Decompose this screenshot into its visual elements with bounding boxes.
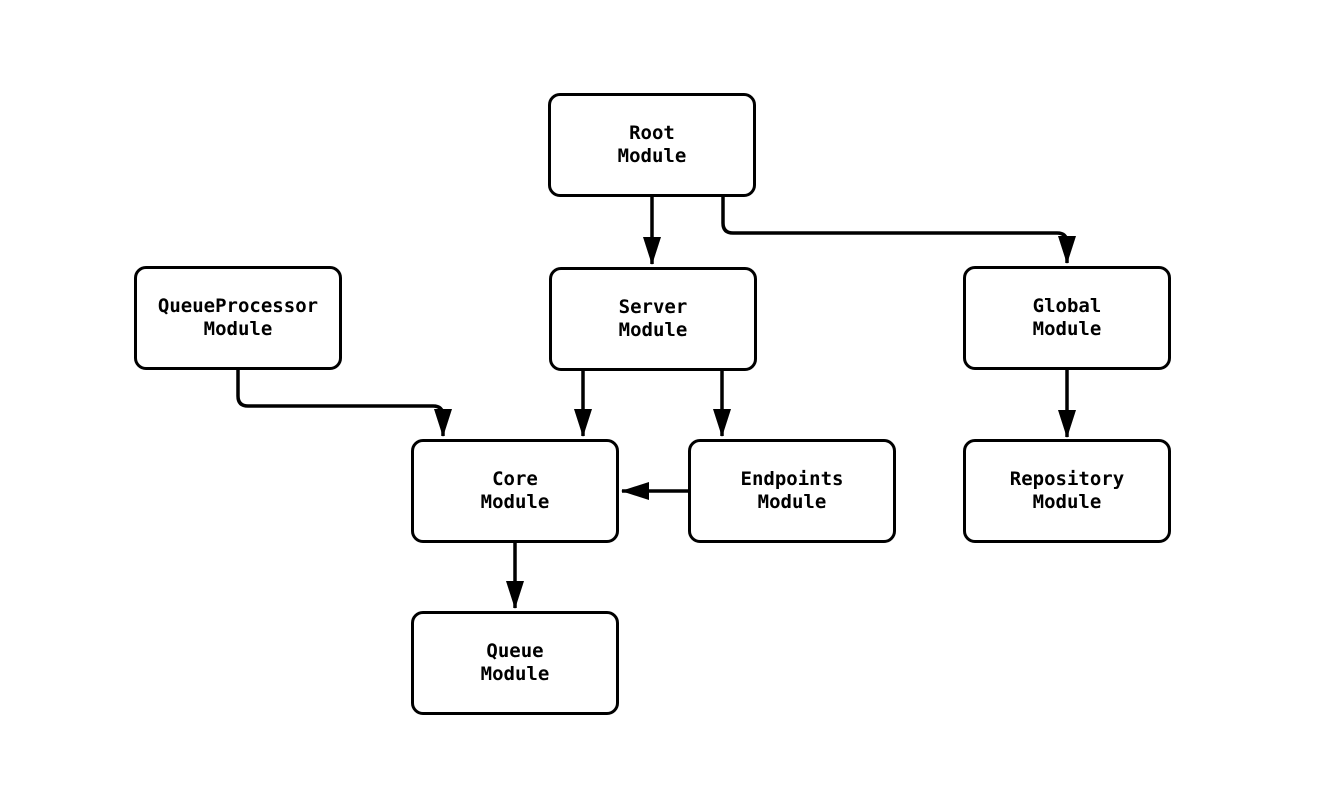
node-repository-module: Repository Module bbox=[963, 439, 1171, 543]
node-endpoints-module: Endpoints Module bbox=[688, 439, 896, 543]
node-global-module: Global Module bbox=[963, 266, 1171, 370]
node-core-module: Core Module bbox=[411, 439, 619, 543]
node-server-module: Server Module bbox=[549, 267, 757, 371]
node-queueprocessor-module: QueueProcessor Module bbox=[134, 266, 342, 370]
node-queue-module: Queue Module bbox=[411, 611, 619, 715]
node-root-module: Root Module bbox=[548, 93, 756, 197]
edge-root-to-global bbox=[721, 197, 1076, 264]
edge-queueprocessor-to-core bbox=[236, 370, 452, 437]
